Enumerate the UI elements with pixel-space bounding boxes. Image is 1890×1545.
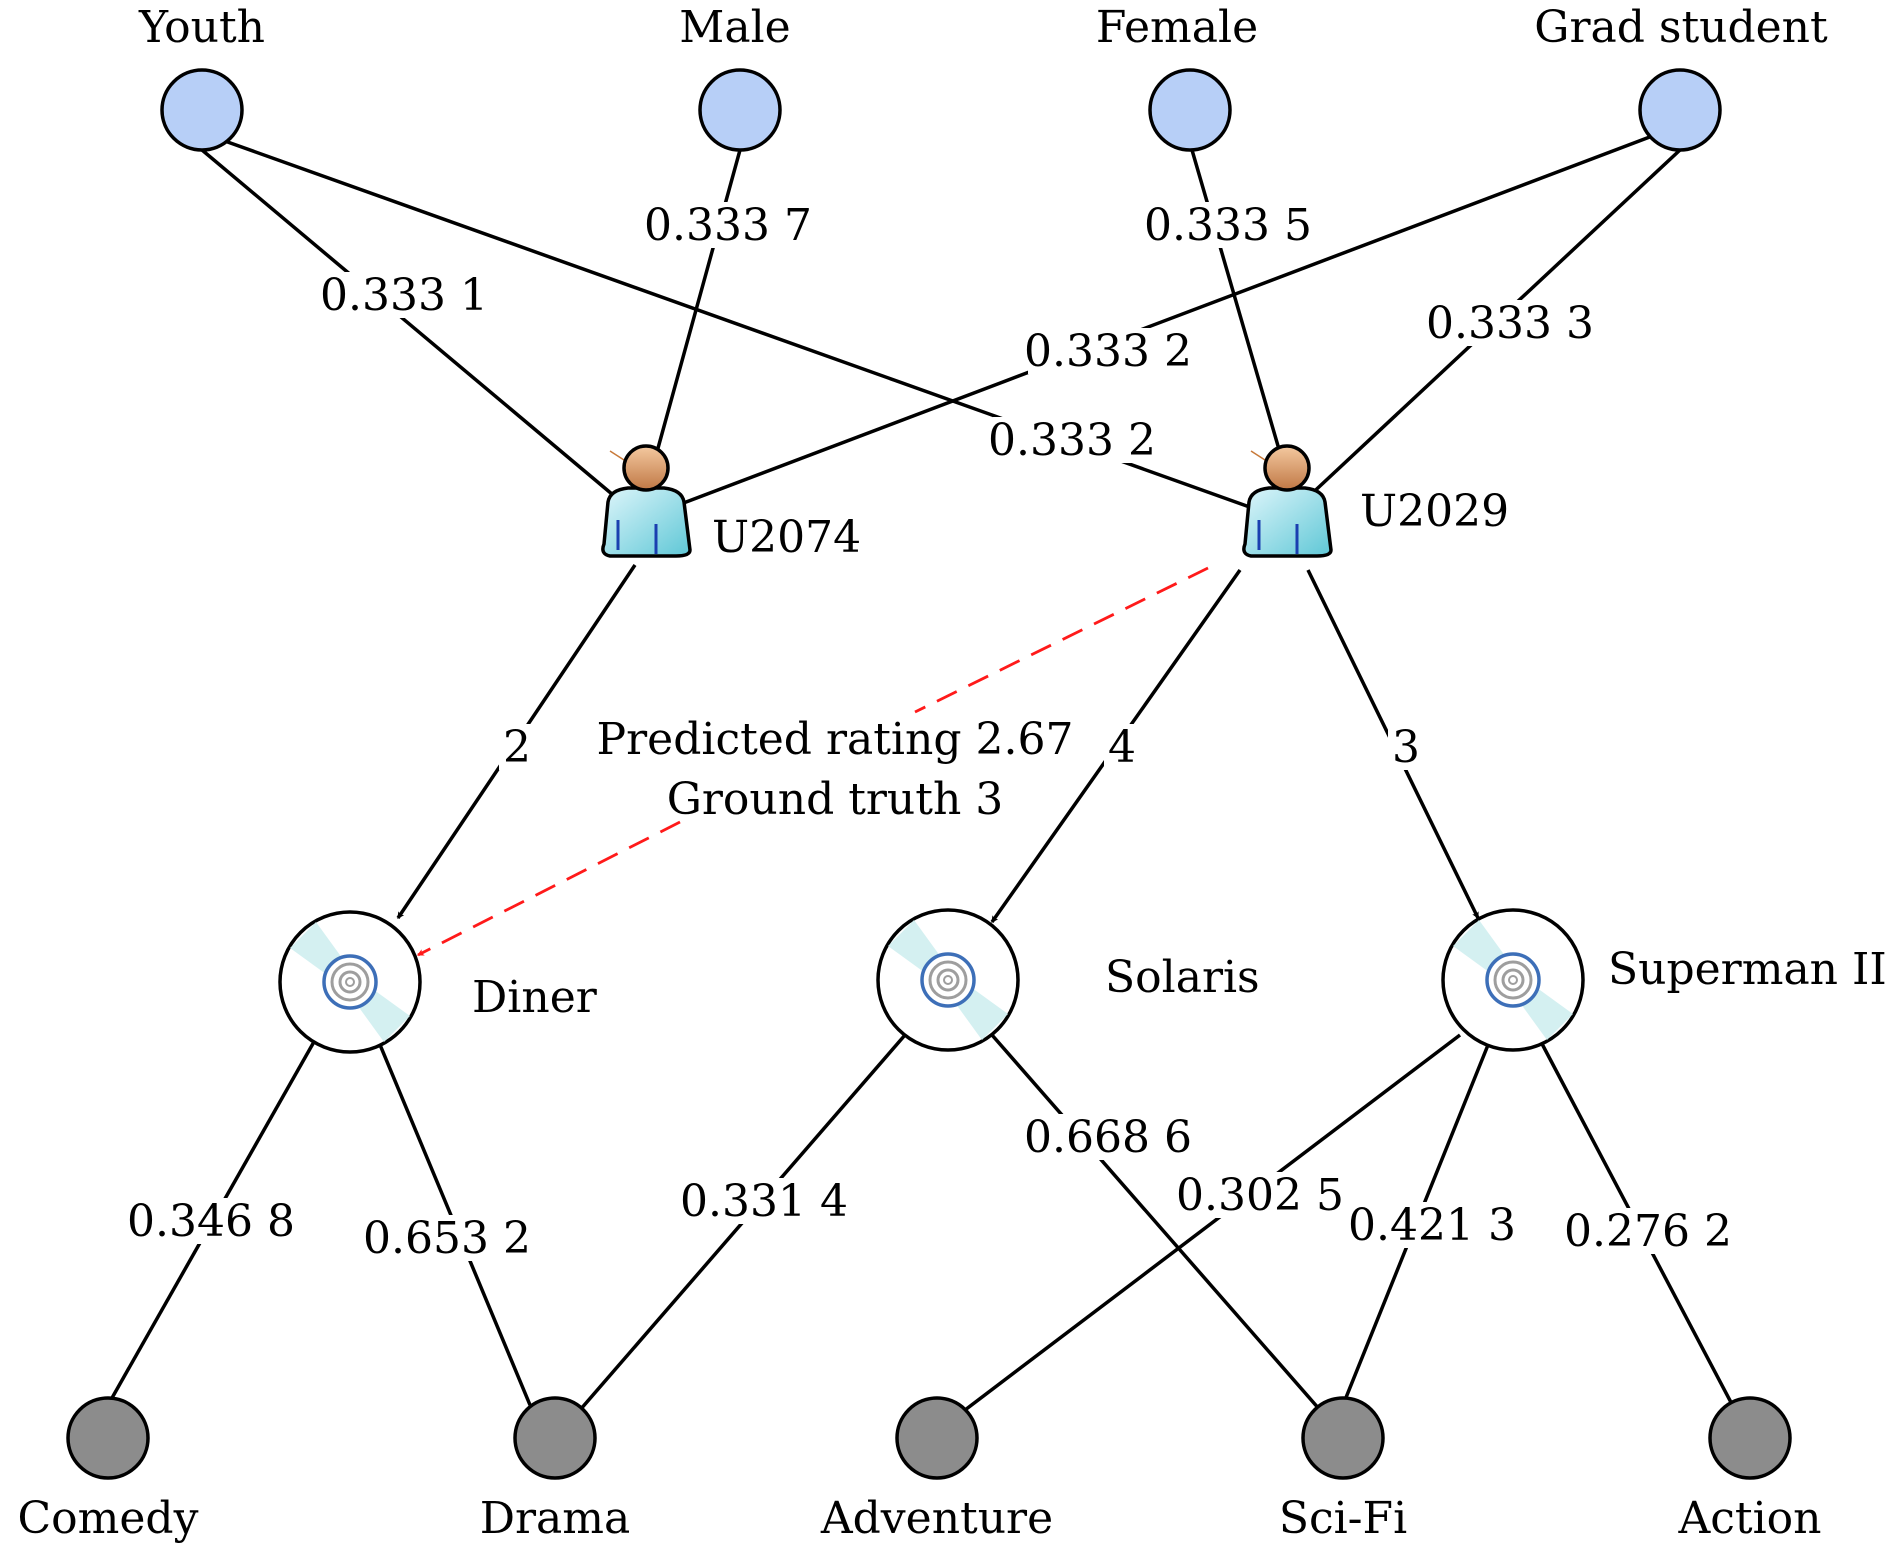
label-grad-student: Grad student xyxy=(1534,2,1828,53)
weight-labels: 0.333 1 0.333 7 0.333 2 0.333 2 0.333 5 … xyxy=(127,200,1732,1264)
genre-edges xyxy=(106,1033,1737,1412)
edge-youth-u2074 xyxy=(200,148,627,507)
genre-nodes xyxy=(66,1396,1792,1480)
movie-node-superman xyxy=(1441,908,1585,1052)
label-superman: Superman II xyxy=(1608,944,1887,995)
label-diner: Diner xyxy=(472,972,598,1023)
user-node-u2029 xyxy=(1242,444,1333,558)
node-action xyxy=(1708,1396,1792,1480)
weight-superman-adventure: 0.302 5 xyxy=(1176,1170,1344,1221)
weight-superman-action: 0.276 2 xyxy=(1564,1206,1732,1257)
disc-icon xyxy=(290,922,410,1042)
weight-diner-drama: 0.653 2 xyxy=(363,1213,531,1264)
weight-diner-comedy: 0.346 8 xyxy=(127,1196,295,1247)
label-solaris: Solaris xyxy=(1105,952,1260,1003)
rating-u2029-solaris: 4 xyxy=(1108,722,1136,773)
movie-node-diner xyxy=(278,910,422,1054)
attribute-nodes xyxy=(160,68,1722,152)
disc-icon xyxy=(1453,920,1573,1040)
ground-truth-text: Ground truth 3 xyxy=(667,774,1004,825)
node-adventure xyxy=(895,1396,979,1480)
node-labels: Youth Male Female Grad student U2074 U20… xyxy=(18,2,1887,1544)
rating-u2074-diner: 2 xyxy=(503,722,531,773)
user-icon xyxy=(1242,444,1333,558)
weight-solaris-scifi: 0.668 6 xyxy=(1024,1112,1192,1163)
weight-youth-u2029: 0.333 2 xyxy=(988,415,1156,466)
label-youth: Youth xyxy=(138,2,265,53)
node-youth xyxy=(160,68,244,152)
node-drama xyxy=(513,1396,597,1480)
weight-grad-u2029: 0.333 3 xyxy=(1426,298,1594,349)
weight-male-u2074: 0.333 7 xyxy=(644,200,812,251)
node-grad-student xyxy=(1638,68,1722,152)
node-female xyxy=(1148,68,1232,152)
rating-u2029-superman: 3 xyxy=(1392,722,1420,773)
movie-node-solaris xyxy=(876,908,1020,1052)
weight-female-u2029: 0.333 5 xyxy=(1144,200,1312,251)
prediction-line-lower xyxy=(416,820,681,957)
weight-youth-u2074: 0.333 1 xyxy=(320,270,488,321)
edge-grad-u2074 xyxy=(664,133,1656,512)
label-male: Male xyxy=(679,2,790,53)
node-male xyxy=(698,68,782,152)
user-icon xyxy=(601,444,692,558)
label-scifi: Sci-Fi xyxy=(1279,1493,1407,1544)
edge-female-u2029 xyxy=(1190,149,1287,471)
label-u2029: U2029 xyxy=(1360,486,1509,537)
prediction-label: Predicted rating 2.67 Ground truth 3 xyxy=(597,714,1074,825)
label-adventure: Adventure xyxy=(820,1493,1053,1544)
node-scifi xyxy=(1301,1396,1385,1480)
prediction-rating-text: Predicted rating 2.67 xyxy=(597,714,1074,765)
label-drama: Drama xyxy=(480,1493,631,1544)
prediction-line-upper xyxy=(914,566,1209,714)
edge-solaris-scifi xyxy=(990,1033,1322,1412)
rating-labels: 2 4 3 xyxy=(499,722,1424,773)
label-u2074: U2074 xyxy=(712,512,861,563)
weight-grad-u2074: 0.333 2 xyxy=(1024,326,1192,377)
label-comedy: Comedy xyxy=(18,1493,199,1544)
node-comedy xyxy=(66,1396,150,1480)
label-action: Action xyxy=(1678,1493,1822,1544)
edge-superman-adventure xyxy=(963,1033,1462,1412)
weight-superman-scifi: 0.421 3 xyxy=(1348,1200,1516,1251)
prediction-edge xyxy=(416,566,1209,957)
label-female: Female xyxy=(1096,2,1258,53)
disc-icon xyxy=(888,920,1008,1040)
weight-solaris-drama: 0.331 4 xyxy=(680,1176,848,1227)
user-node-u2074 xyxy=(601,444,692,558)
